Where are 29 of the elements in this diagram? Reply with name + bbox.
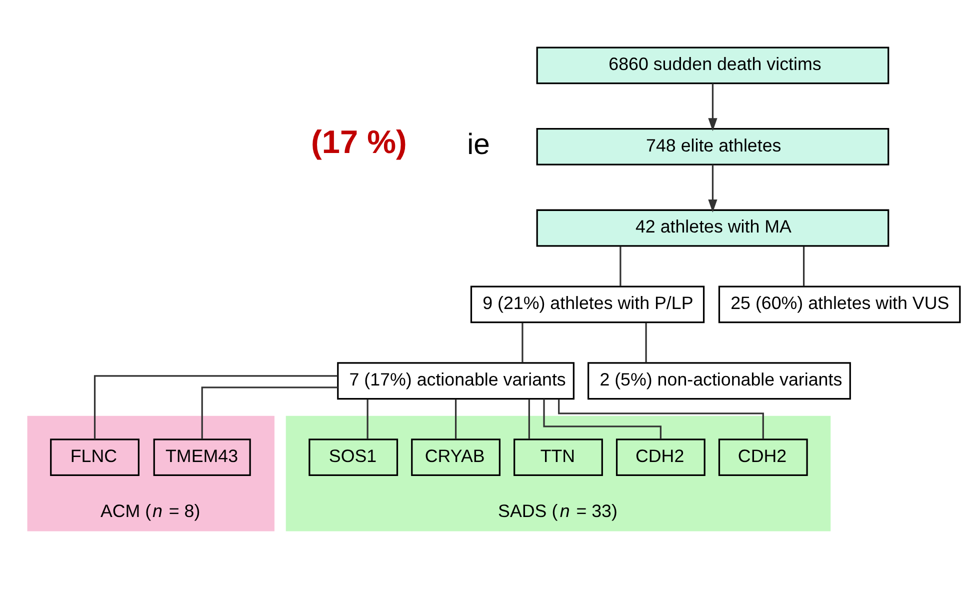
connector (528, 398, 530, 438)
node-box: 25 (60%) athletes with VUS (718, 285, 961, 323)
node-box: FLNC (50, 438, 140, 476)
node-box: 9 (21%) athletes with P/LP (470, 285, 705, 323)
node-box: SOS1 (308, 438, 398, 476)
node-box: 748 elite athletes (536, 128, 890, 165)
connector (645, 322, 647, 362)
connector (802, 246, 805, 286)
connector (201, 386, 338, 438)
node-box: CRYAB (411, 438, 500, 476)
node-box: 7 (17%) actionable variants (337, 362, 574, 400)
arrow (708, 82, 718, 131)
connector (558, 398, 764, 438)
node-box: TTN (514, 438, 603, 476)
node-box: CDH2 (718, 438, 808, 476)
label: ie (467, 128, 490, 160)
node-box: 42 athletes with MA (536, 208, 890, 246)
connector (454, 398, 457, 438)
connector (543, 398, 662, 438)
connector (620, 246, 622, 286)
arrow (708, 164, 718, 212)
node-box: CDH2 (616, 438, 706, 476)
node-box: TMEM43 (153, 438, 251, 476)
connector (522, 322, 524, 362)
node-box: 2 (5%) non-actionable variants (588, 362, 851, 400)
label: (17 %) (311, 124, 407, 160)
node-box: 6860 sudden death victims (536, 46, 890, 84)
connector (366, 398, 368, 438)
connector (94, 374, 338, 439)
